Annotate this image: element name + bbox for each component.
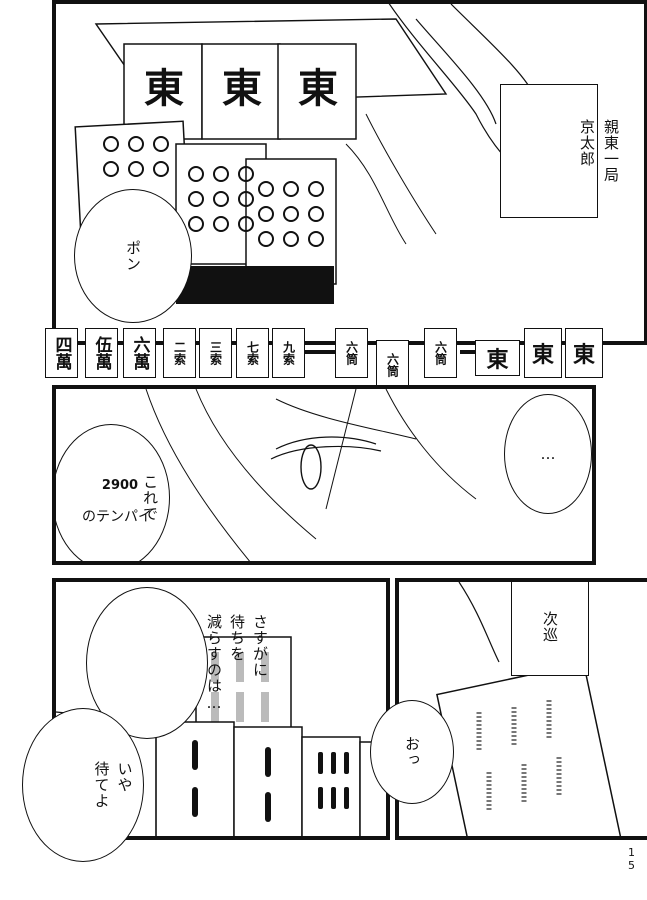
caption-next-turn-text: 次巡 bbox=[541, 611, 559, 643]
hand-tile-6: 七索 bbox=[236, 328, 269, 378]
page-number: 15 bbox=[625, 846, 638, 872]
hand-tile-13-glyph: 東 bbox=[572, 342, 595, 368]
bubble-sasuga-line-3: 減らすのは… bbox=[205, 613, 223, 713]
caption-line-1: 親東一局 bbox=[602, 119, 620, 183]
speech-bubble-iya: いや 待てよ bbox=[22, 708, 144, 862]
hand-tile-5: 三索 bbox=[199, 328, 232, 378]
hand-row-line-left bbox=[305, 350, 335, 354]
speech-bubble-dots: … bbox=[504, 394, 592, 514]
hand-tile-3: 六萬 bbox=[123, 328, 156, 378]
hand-tile-13: 東 bbox=[565, 328, 603, 378]
bubble-pon-text: ポン bbox=[124, 240, 142, 272]
bubble-iya-line-2: 待てよ bbox=[92, 761, 111, 809]
hand-tile-12-glyph: 東 bbox=[531, 342, 554, 368]
bubble-dots-text: … bbox=[539, 444, 557, 464]
speech-bubble-otsu: おっ bbox=[370, 700, 454, 804]
tile-east-3: 東 bbox=[298, 65, 338, 112]
bubble-sasuga-line-2: 待ちを bbox=[228, 613, 246, 662]
hand-row-line-right bbox=[460, 350, 480, 354]
hand-tile-11: 東 bbox=[475, 340, 520, 376]
panel-2: これで 2900 のテンパイ … bbox=[52, 385, 596, 565]
panel-4-art bbox=[436, 582, 622, 836]
bubble-iya-line-1: いや bbox=[115, 761, 134, 793]
panel-1: 東 東 東 親東一局 京太郎 ポン bbox=[52, 0, 647, 345]
caption-round: 親東一局 京太郎 bbox=[500, 84, 620, 218]
speech-bubble-pon: ポン bbox=[74, 189, 192, 323]
hand-tile-7: 九索 bbox=[272, 328, 305, 378]
caption-line-2: 京太郎 bbox=[578, 119, 596, 167]
tile-east-1: 東 bbox=[144, 65, 184, 112]
caption-next-turn: 次巡 bbox=[511, 582, 589, 676]
hand-tile-11-glyph: 東 bbox=[486, 347, 509, 373]
hand-tile-9: 六筒 bbox=[376, 340, 409, 390]
bubble-tenpai-line-3: のテンパイ bbox=[82, 509, 152, 525]
speech-bubble-tenpai: これで 2900 bbox=[56, 424, 170, 561]
tile-east-2: 東 bbox=[222, 65, 262, 112]
bubble-otsu-text: おっ bbox=[403, 736, 421, 768]
bubble-tenpai-line-1: これで bbox=[141, 473, 160, 522]
panel-4: 次巡 bbox=[395, 578, 647, 840]
hand-tile-4: 二索 bbox=[163, 328, 196, 378]
panel-2-art bbox=[145, 389, 477, 561]
hand-tile-1: 四萬 bbox=[45, 328, 78, 378]
bubble-tenpai-line-2: 2900 bbox=[101, 477, 139, 493]
hand-tile-8: 六筒 bbox=[335, 328, 368, 378]
hand-tile-10: 六筒 bbox=[424, 328, 457, 378]
bubble-sasuga-line-1: さすがに bbox=[251, 613, 269, 678]
hand-tile-12: 東 bbox=[524, 328, 562, 378]
hand-tile-2: 伍萬 bbox=[85, 328, 118, 378]
